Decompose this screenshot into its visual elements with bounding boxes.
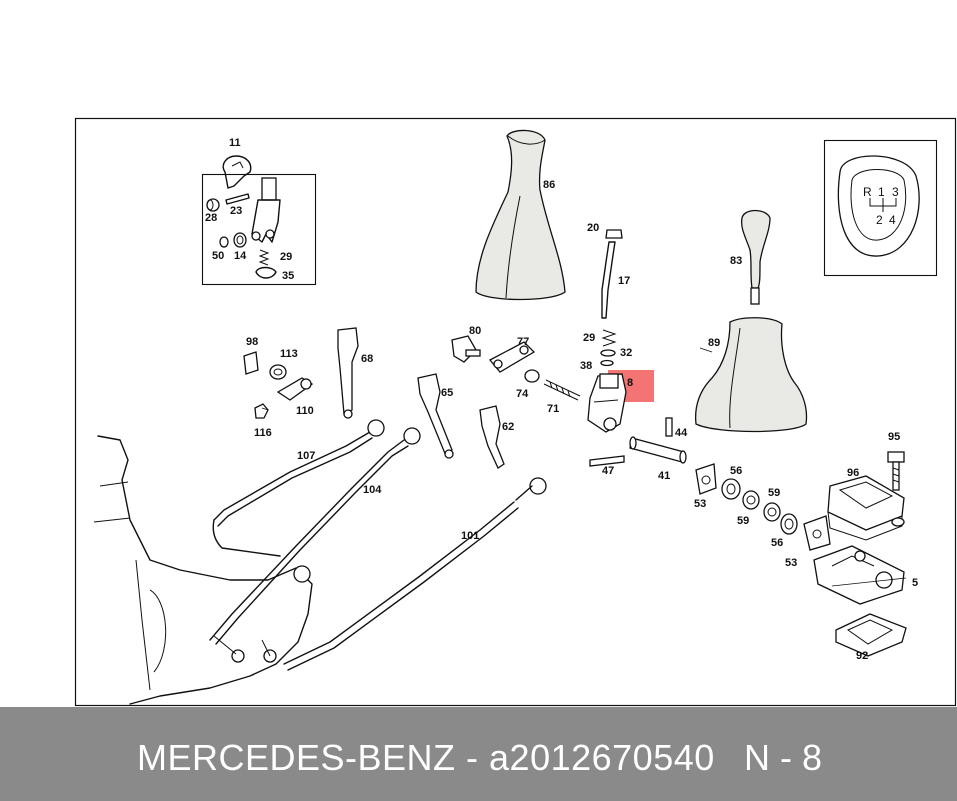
callout-14: 14 (234, 250, 247, 262)
housing-5 (813, 545, 905, 605)
shift-rod-101 (283, 477, 547, 671)
callout-62: 62 (502, 421, 514, 433)
parts-diagram: R 1 3 2 4 (74, 117, 957, 707)
callout-50: 50 (212, 250, 224, 262)
leader-lines (261, 347, 907, 587)
shift-pattern-inset: R 1 3 2 4 (823, 139, 938, 277)
callout-labels: 11 23 28 50 14 29 35 86 20 17 29 32 38 8… (205, 137, 918, 662)
callout-77: 77 (517, 336, 529, 348)
callout-101: 101 (461, 530, 479, 542)
callout-29a: 29 (280, 251, 292, 263)
callout-17: 17 (618, 275, 630, 287)
callout-116: 116 (254, 427, 272, 439)
shift-boot-86 (475, 129, 566, 301)
callout-53a: 53 (694, 498, 706, 510)
callout-35: 35 (282, 270, 294, 282)
callout-23: 23 (230, 205, 242, 217)
callout-83: 83 (730, 255, 742, 267)
callout-110: 110 (296, 405, 314, 417)
callout-92: 92 (856, 650, 868, 662)
bolt-95 (887, 451, 905, 491)
callout-89: 89 (708, 337, 720, 349)
housing-96 (827, 475, 905, 541)
pin-44 (665, 417, 673, 437)
svg-text:4: 4 (889, 213, 896, 227)
inset-shift-fork-group (201, 155, 317, 286)
callout-86: 86 (543, 179, 555, 191)
callout-11: 11 (229, 137, 241, 149)
svg-text:2: 2 (876, 213, 883, 227)
callout-56a: 56 (730, 465, 742, 477)
callout-47: 47 (602, 465, 614, 477)
shaft-41 (629, 436, 687, 464)
callout-28: 28 (205, 212, 217, 224)
callout-5: 5 (912, 577, 918, 589)
shift-boot-89 (694, 317, 808, 433)
callout-41: 41 (658, 470, 670, 482)
gasket-92 (835, 613, 907, 657)
callout-104: 104 (363, 484, 382, 496)
callout-20: 20 (587, 222, 599, 234)
callout-71: 71 (547, 403, 559, 415)
lever-68 (337, 327, 359, 419)
callout-68: 68 (361, 353, 373, 365)
footer-brand-part-number: MERCEDES-BENZ - a2012670540 (137, 737, 715, 778)
callout-95: 95 (888, 431, 900, 443)
shift-knob-83 (740, 209, 771, 305)
callout-53b: 53 (785, 557, 797, 569)
callout-74: 74 (516, 388, 529, 400)
svg-text:R: R (863, 185, 872, 199)
shift-lever-17 (600, 229, 623, 367)
svg-text:3: 3 (892, 185, 899, 199)
shift-rod-104 (209, 427, 421, 645)
diagram-frame (74, 117, 957, 707)
shift-rod-107 (212, 419, 385, 557)
svg-text:1: 1 (878, 185, 885, 199)
callout-32: 32 (620, 347, 632, 359)
lever-62 (479, 405, 505, 469)
callout-44: 44 (675, 427, 688, 439)
part-number-footer: MERCEDES-BENZ - a2012670540 N - 8 (0, 707, 957, 801)
callout-59a: 59 (768, 487, 780, 499)
callout-65: 65 (441, 387, 453, 399)
lever-65 (417, 373, 454, 459)
small-parts-left (243, 351, 314, 419)
bracket-parts-middle (451, 335, 581, 401)
callout-80: 80 (469, 325, 481, 337)
callout-8: 8 (627, 377, 633, 389)
callout-56b: 56 (771, 537, 783, 549)
callout-107: 107 (297, 450, 315, 462)
shift-housing-part-8 (587, 373, 627, 433)
callout-113: 113 (280, 348, 298, 360)
callout-29b: 29 (583, 332, 595, 344)
transmission-housing (93, 435, 313, 705)
callout-59b: 59 (737, 515, 749, 527)
pin-47 (589, 455, 625, 467)
gaskets-right (695, 463, 831, 551)
callout-96: 96 (847, 467, 859, 479)
footer-position-label: N - 8 (744, 737, 823, 778)
callout-38: 38 (580, 360, 592, 372)
callout-98: 98 (246, 336, 258, 348)
